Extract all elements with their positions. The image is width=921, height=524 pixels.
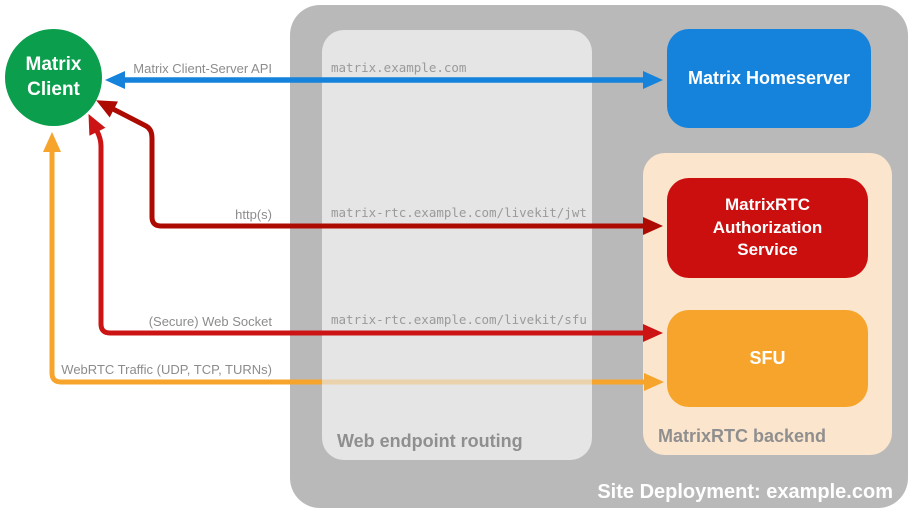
endpoint-livekit-sfu: matrix-rtc.example.com/livekit/sfu [331,312,587,327]
matrix-client-node: Matrix Client [5,29,102,126]
web-endpoint-routing-container: Web endpoint routing [322,30,592,460]
matrix-homeserver-label: Matrix Homeserver [687,68,851,88]
matrixrtc-backend-label: MatrixRTC backend [658,426,827,446]
sfu-label: SFU [749,348,786,368]
matrix-homeserver-node: Matrix Homeserver [667,29,871,128]
sfu-node: SFU [667,310,868,407]
webrtc-traffic-label: WebRTC Traffic (UDP, TCP, TURNs) [61,362,272,377]
client-server-api-label: Matrix Client-Server API [133,61,272,76]
https-label: http(s) [235,207,272,222]
webrtc-traffic-arrow [43,132,322,385]
matrixrtc-authorization-service-node: MatrixRTC Authorization Service [667,178,868,278]
matrix-client-label: Matrix Client [25,54,82,100]
endpoint-livekit-jwt: matrix-rtc.example.com/livekit/jwt [331,205,587,220]
site-deployment-label: Site Deployment: example.com [597,481,893,503]
endpoint-matrix-example-com: matrix.example.com [331,60,467,75]
web-endpoint-routing-label: Web endpoint routing [337,431,523,451]
web-socket-label: (Secure) Web Socket [148,314,272,329]
matrixrtc-authorization-service-label: MatrixRTC Authorization Service [712,195,823,260]
